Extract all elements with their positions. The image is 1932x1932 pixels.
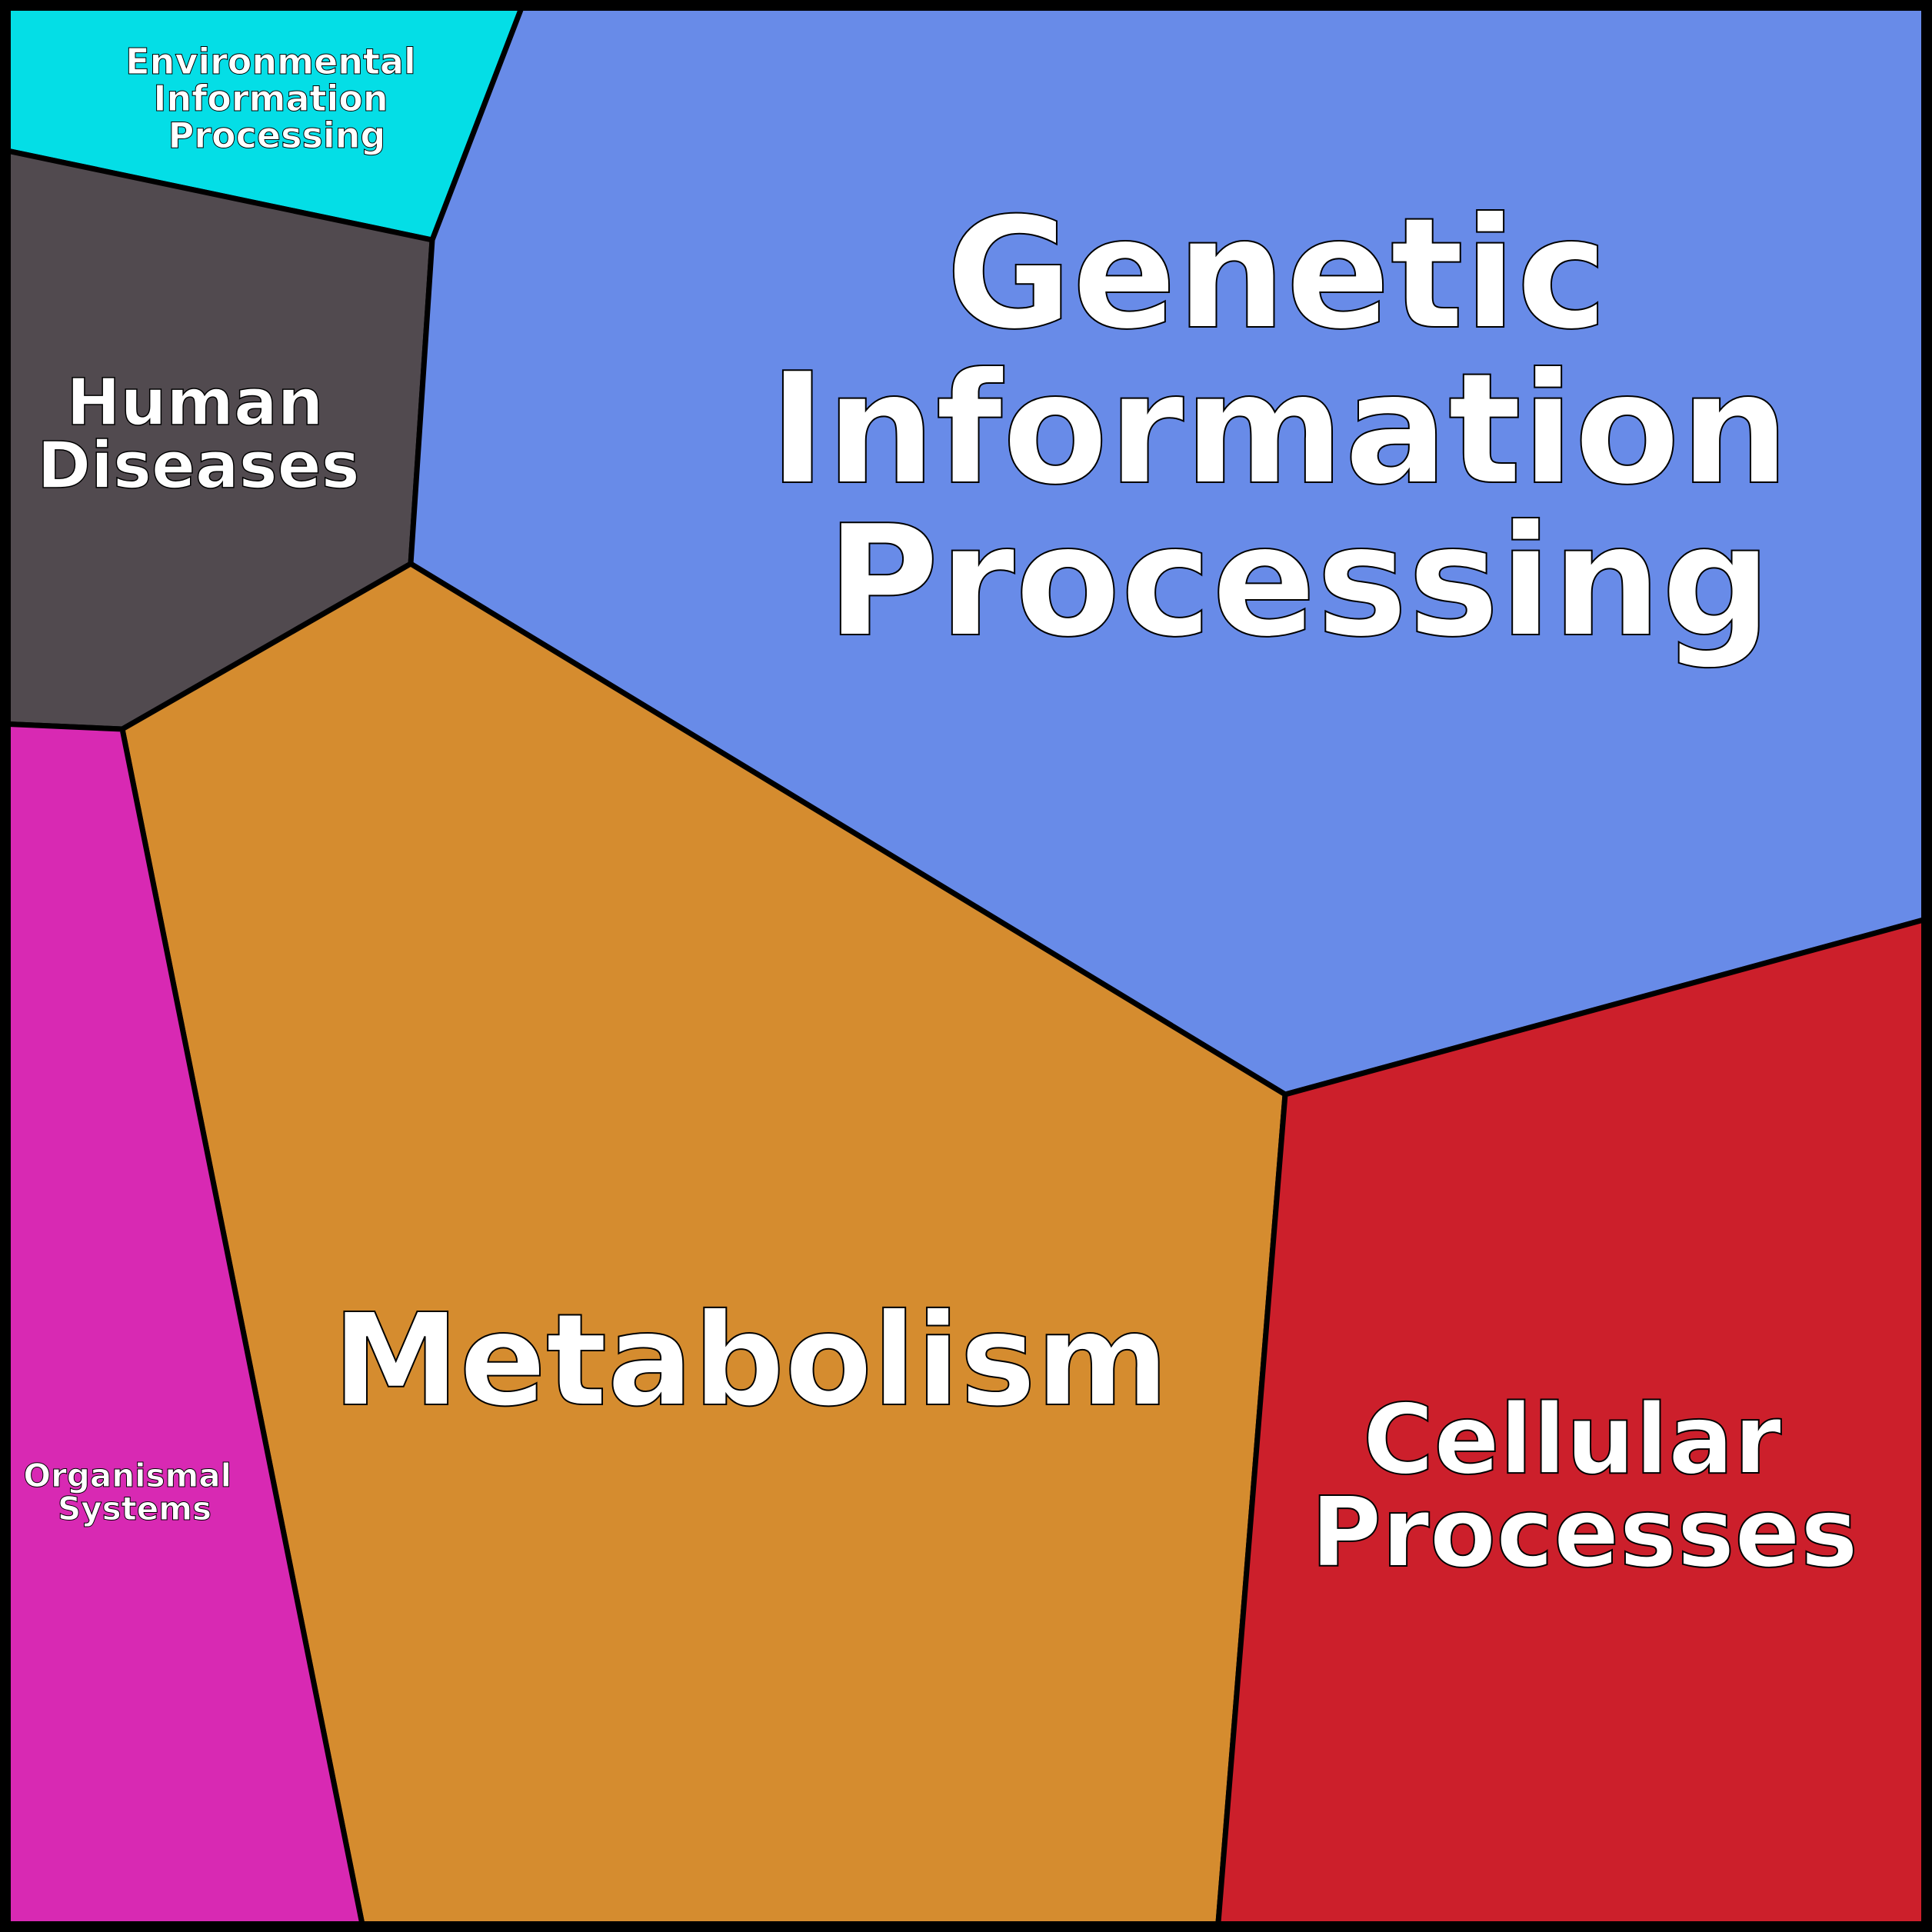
label-environmental-information-processing: Environmental Information Processing <box>125 41 428 156</box>
label-organismal-systems: Organismal Systems <box>23 1457 242 1527</box>
label-human-diseases: Human Diseases <box>37 365 359 503</box>
label-cellular-processes: Cellular Processes <box>1311 1383 1858 1589</box>
region-organismal-systems <box>0 721 367 1932</box>
label-metabolism: Metabolism <box>332 1287 1169 1435</box>
label-genetic-information-processing: Genetic Information Processing <box>769 185 1844 671</box>
region-metabolism <box>119 561 1288 1932</box>
region-cellular-processes <box>1214 914 1932 1932</box>
